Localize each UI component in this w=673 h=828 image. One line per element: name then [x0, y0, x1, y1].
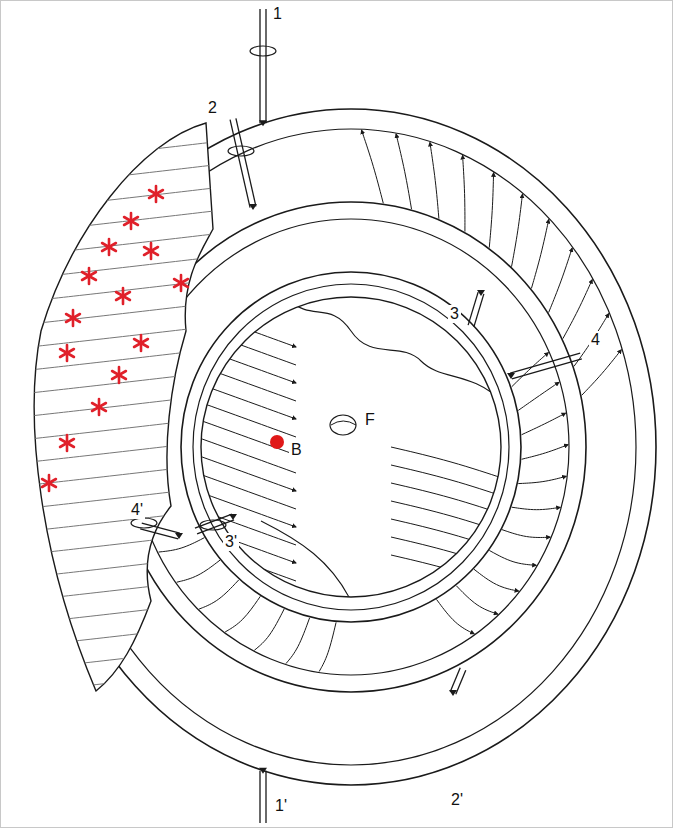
shell-inner-edge: [193, 284, 509, 610]
axis-rod: [259, 9, 267, 126]
red-star: [82, 268, 96, 284]
red-star: [112, 367, 126, 383]
rotation-mark: [200, 520, 226, 530]
shell-outer-edge: [181, 272, 521, 622]
red-star: [149, 186, 163, 202]
inner-sphere: [201, 297, 501, 597]
axis-rod: [140, 523, 183, 539]
red-dot: [270, 435, 284, 449]
red-star: [102, 239, 116, 255]
rotation-mark: [228, 146, 254, 156]
axis-rod: [507, 353, 582, 379]
callout-number: 1: [271, 5, 284, 23]
cutaway-region: [21, 117, 231, 716]
axis-rod: [230, 118, 257, 210]
callout-number: 4: [589, 331, 602, 349]
red-star: [116, 288, 130, 304]
red-star: [60, 345, 74, 361]
rotation-mark: [131, 518, 157, 528]
callout-number: 2: [206, 99, 219, 117]
callout-number: F: [363, 411, 377, 429]
red-star: [134, 335, 148, 351]
red-star: [60, 435, 74, 451]
callout-number: 4': [129, 501, 145, 519]
red-star: [92, 399, 106, 415]
axis-rod: [259, 768, 267, 823]
callout-number: 2': [449, 791, 465, 809]
red-star: [66, 310, 80, 326]
axis-rod: [195, 514, 237, 534]
red-star: [42, 475, 56, 491]
sphere-flow-lines: [191, 301, 511, 601]
band-flow-lines: [159, 130, 622, 671]
gimbal-drawing: [21, 9, 656, 823]
rotation-mark: [250, 46, 276, 56]
callout-number: 3: [448, 305, 461, 323]
callout-number: 1': [273, 797, 289, 815]
shell-inner-edge: [133, 219, 569, 675]
axis-rod: [468, 290, 485, 327]
red-star: [174, 275, 188, 291]
red-star: [144, 243, 158, 259]
callout-number: 3': [223, 533, 239, 551]
callout-number: B: [289, 441, 304, 459]
axis-rod: [449, 668, 466, 696]
red-star: [124, 213, 138, 229]
small-body: [330, 415, 356, 435]
